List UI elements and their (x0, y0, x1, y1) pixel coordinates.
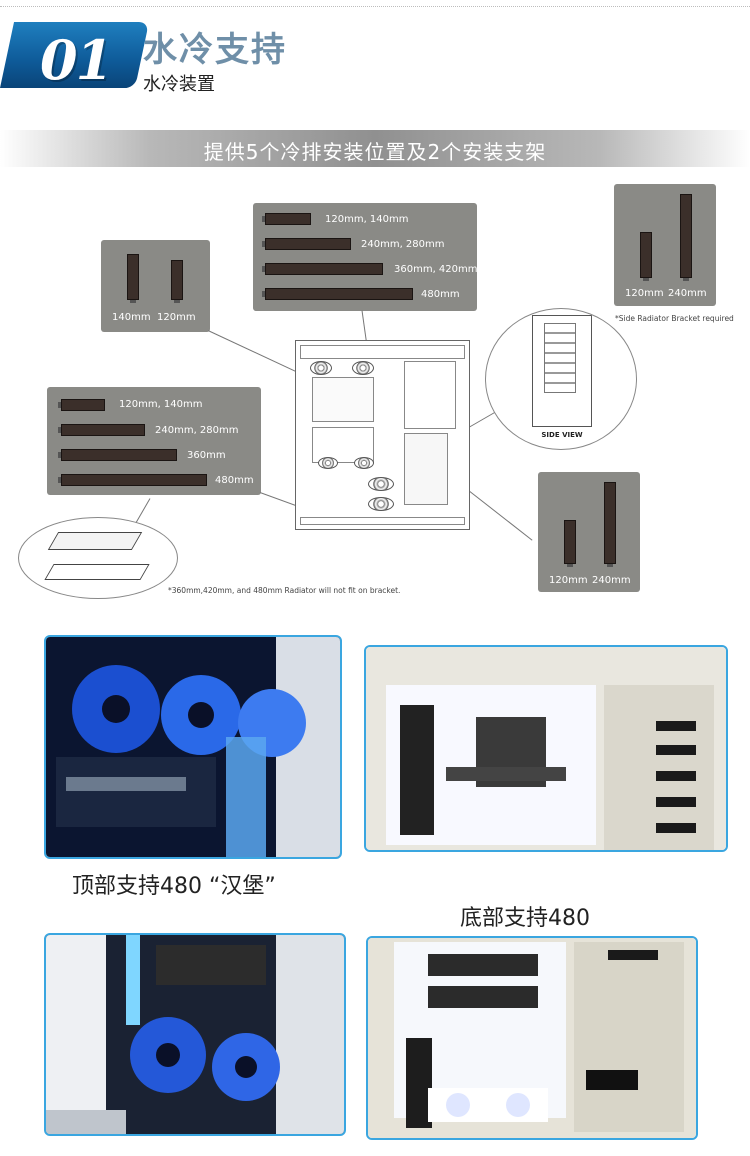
rear-label-2: 240mm (592, 575, 631, 586)
radiator-120-vertical (171, 260, 183, 303)
leader-line-rear (465, 488, 533, 541)
bottom-label-1: 120mm, 140mm (119, 399, 203, 410)
radiator-360-bottom (58, 449, 177, 461)
case-floor (300, 517, 465, 525)
side-view-magnifier: SIDE VIEW (485, 308, 637, 450)
top-label-3: 360mm, 420mm (394, 264, 478, 275)
bottom-radiator-box: 120mm, 140mm 240mm, 280mm 360mm 480mm (47, 387, 261, 495)
side-view-frame (532, 315, 592, 427)
top-dotted-divider (0, 6, 750, 7)
leader-line-front (207, 330, 298, 373)
side-bracket-note: *Side Radiator Bracket required (615, 314, 734, 323)
side-label-1: 120mm (625, 288, 664, 299)
motherboard-area (312, 377, 374, 422)
photo-top-radiator-art (46, 637, 340, 857)
top-label-1: 120mm, 140mm (325, 214, 409, 225)
leader-line-bracket (135, 498, 151, 523)
radiator-480-bottom (58, 474, 207, 486)
radiator-240-side (680, 194, 692, 281)
section-title: 水冷支持 (143, 30, 287, 70)
bottom-label-3: 360mm (187, 450, 226, 461)
radiator-120-140-bottom (58, 399, 105, 411)
section-subtitle: 水冷装置 (143, 74, 215, 95)
radiator-140-vertical (127, 254, 139, 303)
bottom-label-4: 480mm (215, 475, 254, 486)
top-fan-1 (310, 361, 332, 375)
radiator-120-rear (564, 520, 576, 567)
radiator-240-280 (262, 238, 351, 250)
bracket-tray-upper (47, 532, 143, 550)
photo-bottom-radiator-case (364, 645, 728, 852)
radiator-240-rear (604, 482, 616, 567)
photo-bottom-480-case (366, 936, 698, 1140)
top-label-4: 480mm (421, 289, 460, 300)
side-radiator-box: 120mm 240mm (614, 184, 716, 306)
radiator-120-140 (262, 213, 311, 225)
bracket-note: *360mm,420mm, and 480mm Radiator will no… (168, 586, 401, 595)
radiator-480 (262, 288, 413, 300)
floor-fan-1 (368, 477, 394, 491)
side-label-2: 240mm (668, 288, 707, 299)
feature-banner-text: 提供5个冷排安装位置及2个安装支架 (203, 140, 547, 164)
top-label-2: 240mm, 280mm (361, 239, 445, 250)
radiator-360-420 (262, 263, 383, 275)
front-radiator-box: 140mm 120mm (101, 240, 210, 332)
section-number-badge: 01 (0, 22, 150, 92)
front-label-1: 140mm (112, 312, 151, 323)
bracket-tray-lower (44, 564, 150, 580)
photo-side-radiator-art (46, 935, 344, 1134)
bottom-fan-1 (318, 457, 338, 469)
floor-fan-2 (368, 497, 394, 511)
radiator-bracket-illustration (18, 517, 178, 599)
case-line-drawing (295, 340, 470, 530)
drive-bay-area (404, 361, 456, 429)
bottom-label-2: 240mm, 280mm (155, 425, 239, 436)
top-fan-2 (352, 361, 374, 375)
bottom-fan-2 (354, 457, 374, 469)
radiator-240-280-bottom (58, 424, 145, 436)
front-label-2: 120mm (157, 312, 196, 323)
photo-top-radiator-fans (44, 635, 342, 859)
rear-radiator-box: 120mm 240mm (538, 472, 640, 592)
feature-banner: 提供5个冷排安装位置及2个安装支架 (0, 130, 750, 167)
rear-label-1: 120mm (549, 575, 588, 586)
case-top-panel (300, 345, 465, 359)
psu-shroud (404, 433, 448, 505)
photo-bottom-radiator-art (366, 647, 726, 850)
side-view-label: SIDE VIEW (541, 431, 583, 439)
photo-bottom-480-art (368, 938, 696, 1138)
photo-side-radiator-fans (44, 933, 346, 1136)
caption-top-support: 顶部支持480 “汉堡” (72, 874, 276, 899)
side-view-bays (544, 323, 576, 393)
top-radiator-box: 120mm, 140mm 240mm, 280mm 360mm, 420mm 4… (253, 203, 478, 311)
section-number: 01 (40, 28, 113, 92)
caption-bottom-support: 底部支持480 (460, 906, 590, 931)
expansion-area (312, 427, 374, 463)
radiator-120-side (640, 232, 652, 281)
